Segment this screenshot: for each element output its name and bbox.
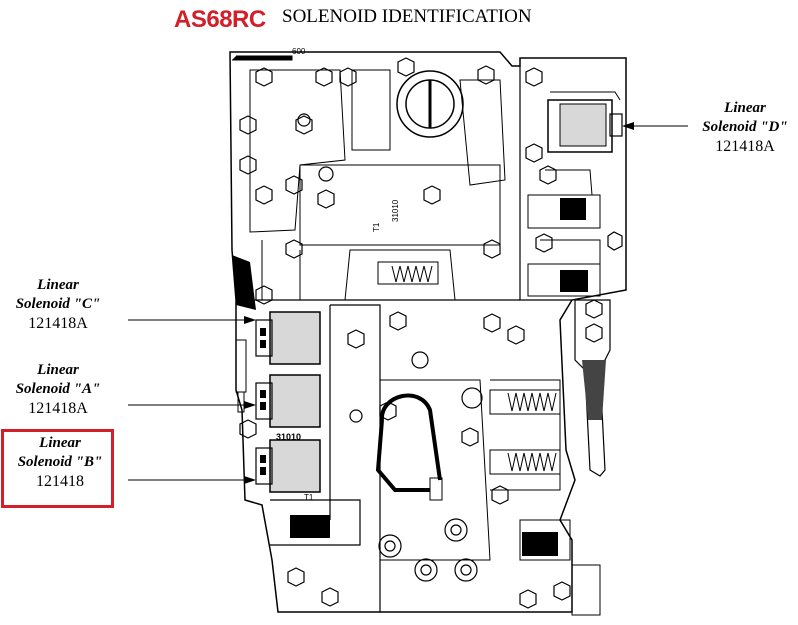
title-text: SOLENOID IDENTIFICATION [282,6,532,27]
callout-c-name-1: Linear [37,277,79,293]
callout-b-name-2: Solenoid "B" [17,454,103,470]
callout-a-part: 121418A [28,400,88,417]
callout-solenoid-c: Linear Solenoid "C" 121418A [8,276,108,333]
callout-c-name-2: Solenoid "C" [15,296,101,312]
solenoid-c-shape [255,311,321,365]
callout-solenoid-a: Linear Solenoid "A" 121418A [8,361,108,418]
callout-a-name-1: Linear [37,362,79,378]
solenoid-d-shape [547,91,623,153]
solenoid-b-shape [255,439,321,493]
callout-solenoid-b: Linear Solenoid "B" 121418 [8,434,112,491]
body-number-mid: 31010 [276,432,301,442]
t1-top-label: T1 [372,222,381,232]
callout-d-name-2: Solenoid "D" [702,119,788,135]
solenoid-a-shape [255,374,321,428]
plate-number: 600 [292,47,306,56]
callout-b-part: 121418 [36,473,84,490]
callout-d-part: 121418A [715,138,775,155]
callout-c-part: 121418A [28,315,88,332]
callout-solenoid-d: Linear Solenoid "D" 121418A [690,99,798,156]
callout-b-name-1: Linear [39,435,81,451]
t1-bottom-label: T1 [304,493,314,502]
callout-a-name-2: Solenoid "A" [15,381,101,397]
highlight-box-solenoid-b [1,429,114,508]
bolt-heads [239,57,623,609]
round-plugs [297,113,483,582]
body-number-top: 31010 [391,199,400,222]
callout-d-name-1: Linear [724,100,766,116]
title-code: AS68RC [174,6,266,33]
leader-lines [128,122,688,484]
